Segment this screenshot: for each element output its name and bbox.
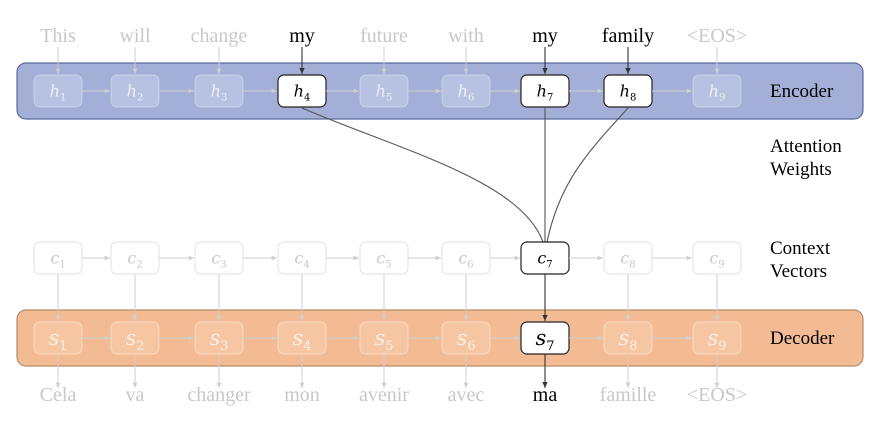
decoder-state-label-s7: s7 <box>535 326 554 354</box>
attention-curve-h4 <box>301 107 544 243</box>
decoder-label: Decoder <box>770 328 835 349</box>
encoder-state-label-h4: h4 <box>294 81 311 103</box>
attention-weights <box>301 107 629 243</box>
context-vector-label-c2: c2 <box>127 248 142 270</box>
output-word-6: avec <box>448 384 485 406</box>
output-word-1: Cela <box>40 384 77 406</box>
output-word-7: ma <box>533 384 558 406</box>
decoder-state-label-s3: s3 <box>209 326 228 354</box>
context-vector-label-c9: c9 <box>709 248 724 270</box>
context-vector-label-c1: c1 <box>50 248 65 270</box>
input-word-4: my <box>289 25 315 47</box>
input-word-2: will <box>119 25 151 47</box>
attention-weights-label-line1: Attention <box>770 136 842 157</box>
encoder-state-label-h8: h8 <box>620 81 637 103</box>
decoder-state-label-s2: s2 <box>125 326 144 354</box>
context-vector-label-c6: c6 <box>458 248 473 270</box>
input-word-3: change <box>191 25 248 47</box>
encoder-label: Encoder <box>770 81 834 102</box>
input-word-6: with <box>448 25 484 47</box>
context-vector-label-c7: c7 <box>537 248 552 270</box>
input-word-5: future <box>360 25 408 47</box>
decoder-state-label-s8: s8 <box>618 326 637 354</box>
input-word-1: This <box>40 25 76 47</box>
context-vector-label-c5: c5 <box>376 248 391 270</box>
output-word-5: avenir <box>359 384 409 406</box>
decoder-state-label-s6: s6 <box>456 326 475 354</box>
context-vector-label-c8: c8 <box>620 248 635 270</box>
attention-weights-label-line2: Weights <box>770 159 832 180</box>
input-word-7: my <box>532 25 558 47</box>
decoder-state-label-s5: s5 <box>374 326 393 354</box>
attention-curve-h8 <box>546 107 629 243</box>
encoder-state-label-h9: h9 <box>709 81 726 103</box>
context-vectors-label-line1: Context <box>770 238 831 259</box>
encoder-state-label-h1: h1 <box>50 81 67 103</box>
output-word-3: changer <box>187 384 251 406</box>
decoder-state-label-s1: s1 <box>48 326 67 354</box>
encoder-state-label-h5: h5 <box>376 81 393 103</box>
encoder-state-label-h7: h7 <box>537 81 554 103</box>
context-vectors-label-line2: Vectors <box>770 261 827 282</box>
output-word-8: famille <box>600 384 657 406</box>
encoder-state-label-h2: h2 <box>127 81 144 103</box>
decoder-state-label-s9: s9 <box>707 326 726 354</box>
context-vector-label-c3: c3 <box>211 248 226 270</box>
output-word-2: va <box>126 384 145 406</box>
encoder-state-label-h3: h3 <box>211 81 228 103</box>
decoder-state-label-s4: s4 <box>292 326 311 354</box>
output-word-9: <EOS> <box>687 384 747 406</box>
input-word-8: family <box>602 25 654 47</box>
output-word-4: mon <box>284 384 320 406</box>
encoder-state-label-h6: h6 <box>458 81 475 103</box>
input-word-9: <EOS> <box>687 25 747 47</box>
context-vector-label-c4: c4 <box>294 248 309 270</box>
encoder-state-h9 <box>692 74 742 108</box>
